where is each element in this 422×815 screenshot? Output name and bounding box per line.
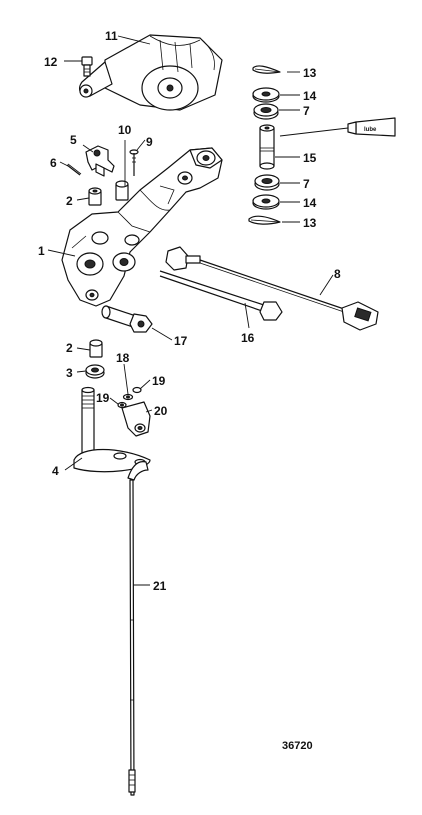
callout-18: 18 [116, 351, 130, 365]
callout-17: 17 [174, 334, 188, 348]
callout-12: 12 [44, 55, 58, 69]
callout-14-bottom: 14 [303, 196, 317, 210]
clip-bracket-part-20 [121, 401, 151, 437]
bushing-bottom [254, 174, 280, 191]
nut-part-18 [122, 393, 134, 401]
callout-15: 15 [303, 151, 317, 165]
leader-lines [47, 35, 334, 586]
cotter-pin-bottom [248, 215, 281, 225]
bolt-part-17 [101, 305, 153, 333]
lube-label: lube [364, 127, 377, 133]
callout-13-bottom: 13 [303, 216, 317, 230]
callout-19-left: 19 [96, 391, 110, 405]
callout-labels: 11 12 13 14 7 15 7 14 13 10 9 5 6 2 1 8 … [38, 29, 341, 593]
callout-9: 9 [146, 135, 153, 149]
bushing-upper-part-2 [88, 187, 102, 206]
washer-part-19-upper [132, 386, 142, 394]
callout-7-top: 7 [303, 104, 310, 118]
washer-bottom [252, 194, 280, 210]
callout-10: 10 [118, 123, 132, 137]
callout-16: 16 [241, 331, 255, 345]
callout-5: 5 [70, 133, 77, 147]
callout-7-bottom: 7 [303, 177, 310, 191]
callout-6: 6 [50, 156, 57, 170]
pivot-pin [259, 124, 275, 170]
pin-part-6 [66, 163, 82, 176]
sensor-part-8 [165, 246, 379, 331]
screw-part-9 [129, 149, 139, 176]
bracket-part-5 [85, 145, 115, 177]
lube-tube-icon: lube [279, 117, 396, 137]
callout-14-top: 14 [303, 89, 317, 103]
rod-part-21 [128, 479, 136, 796]
mount-plate-part-4 [73, 386, 151, 481]
callout-11: 11 [105, 29, 118, 43]
callout-2-upper: 2 [66, 194, 73, 208]
sleeve-part-10 [115, 180, 129, 201]
bushing-lower-part-2 [89, 339, 103, 358]
callout-21: 21 [153, 579, 167, 593]
callout-1: 1 [38, 244, 45, 258]
trim-actuator-part [78, 34, 223, 111]
nut-part-3 [85, 364, 105, 379]
callout-19-right: 19 [152, 374, 166, 388]
callout-20: 20 [154, 404, 168, 418]
washer-top [252, 87, 280, 103]
figure-number: 36720 [282, 740, 313, 752]
callout-8: 8 [334, 267, 341, 281]
housing-part-1 [61, 147, 223, 307]
long-bolt-part-16 [159, 270, 283, 321]
bushing-top [253, 103, 279, 120]
callout-13-top: 13 [303, 66, 317, 80]
callout-3: 3 [66, 366, 73, 380]
callout-4: 4 [52, 464, 59, 478]
bolt-part-12 [81, 56, 93, 77]
cotter-pin-top [252, 65, 281, 74]
callout-2-lower: 2 [66, 341, 73, 355]
